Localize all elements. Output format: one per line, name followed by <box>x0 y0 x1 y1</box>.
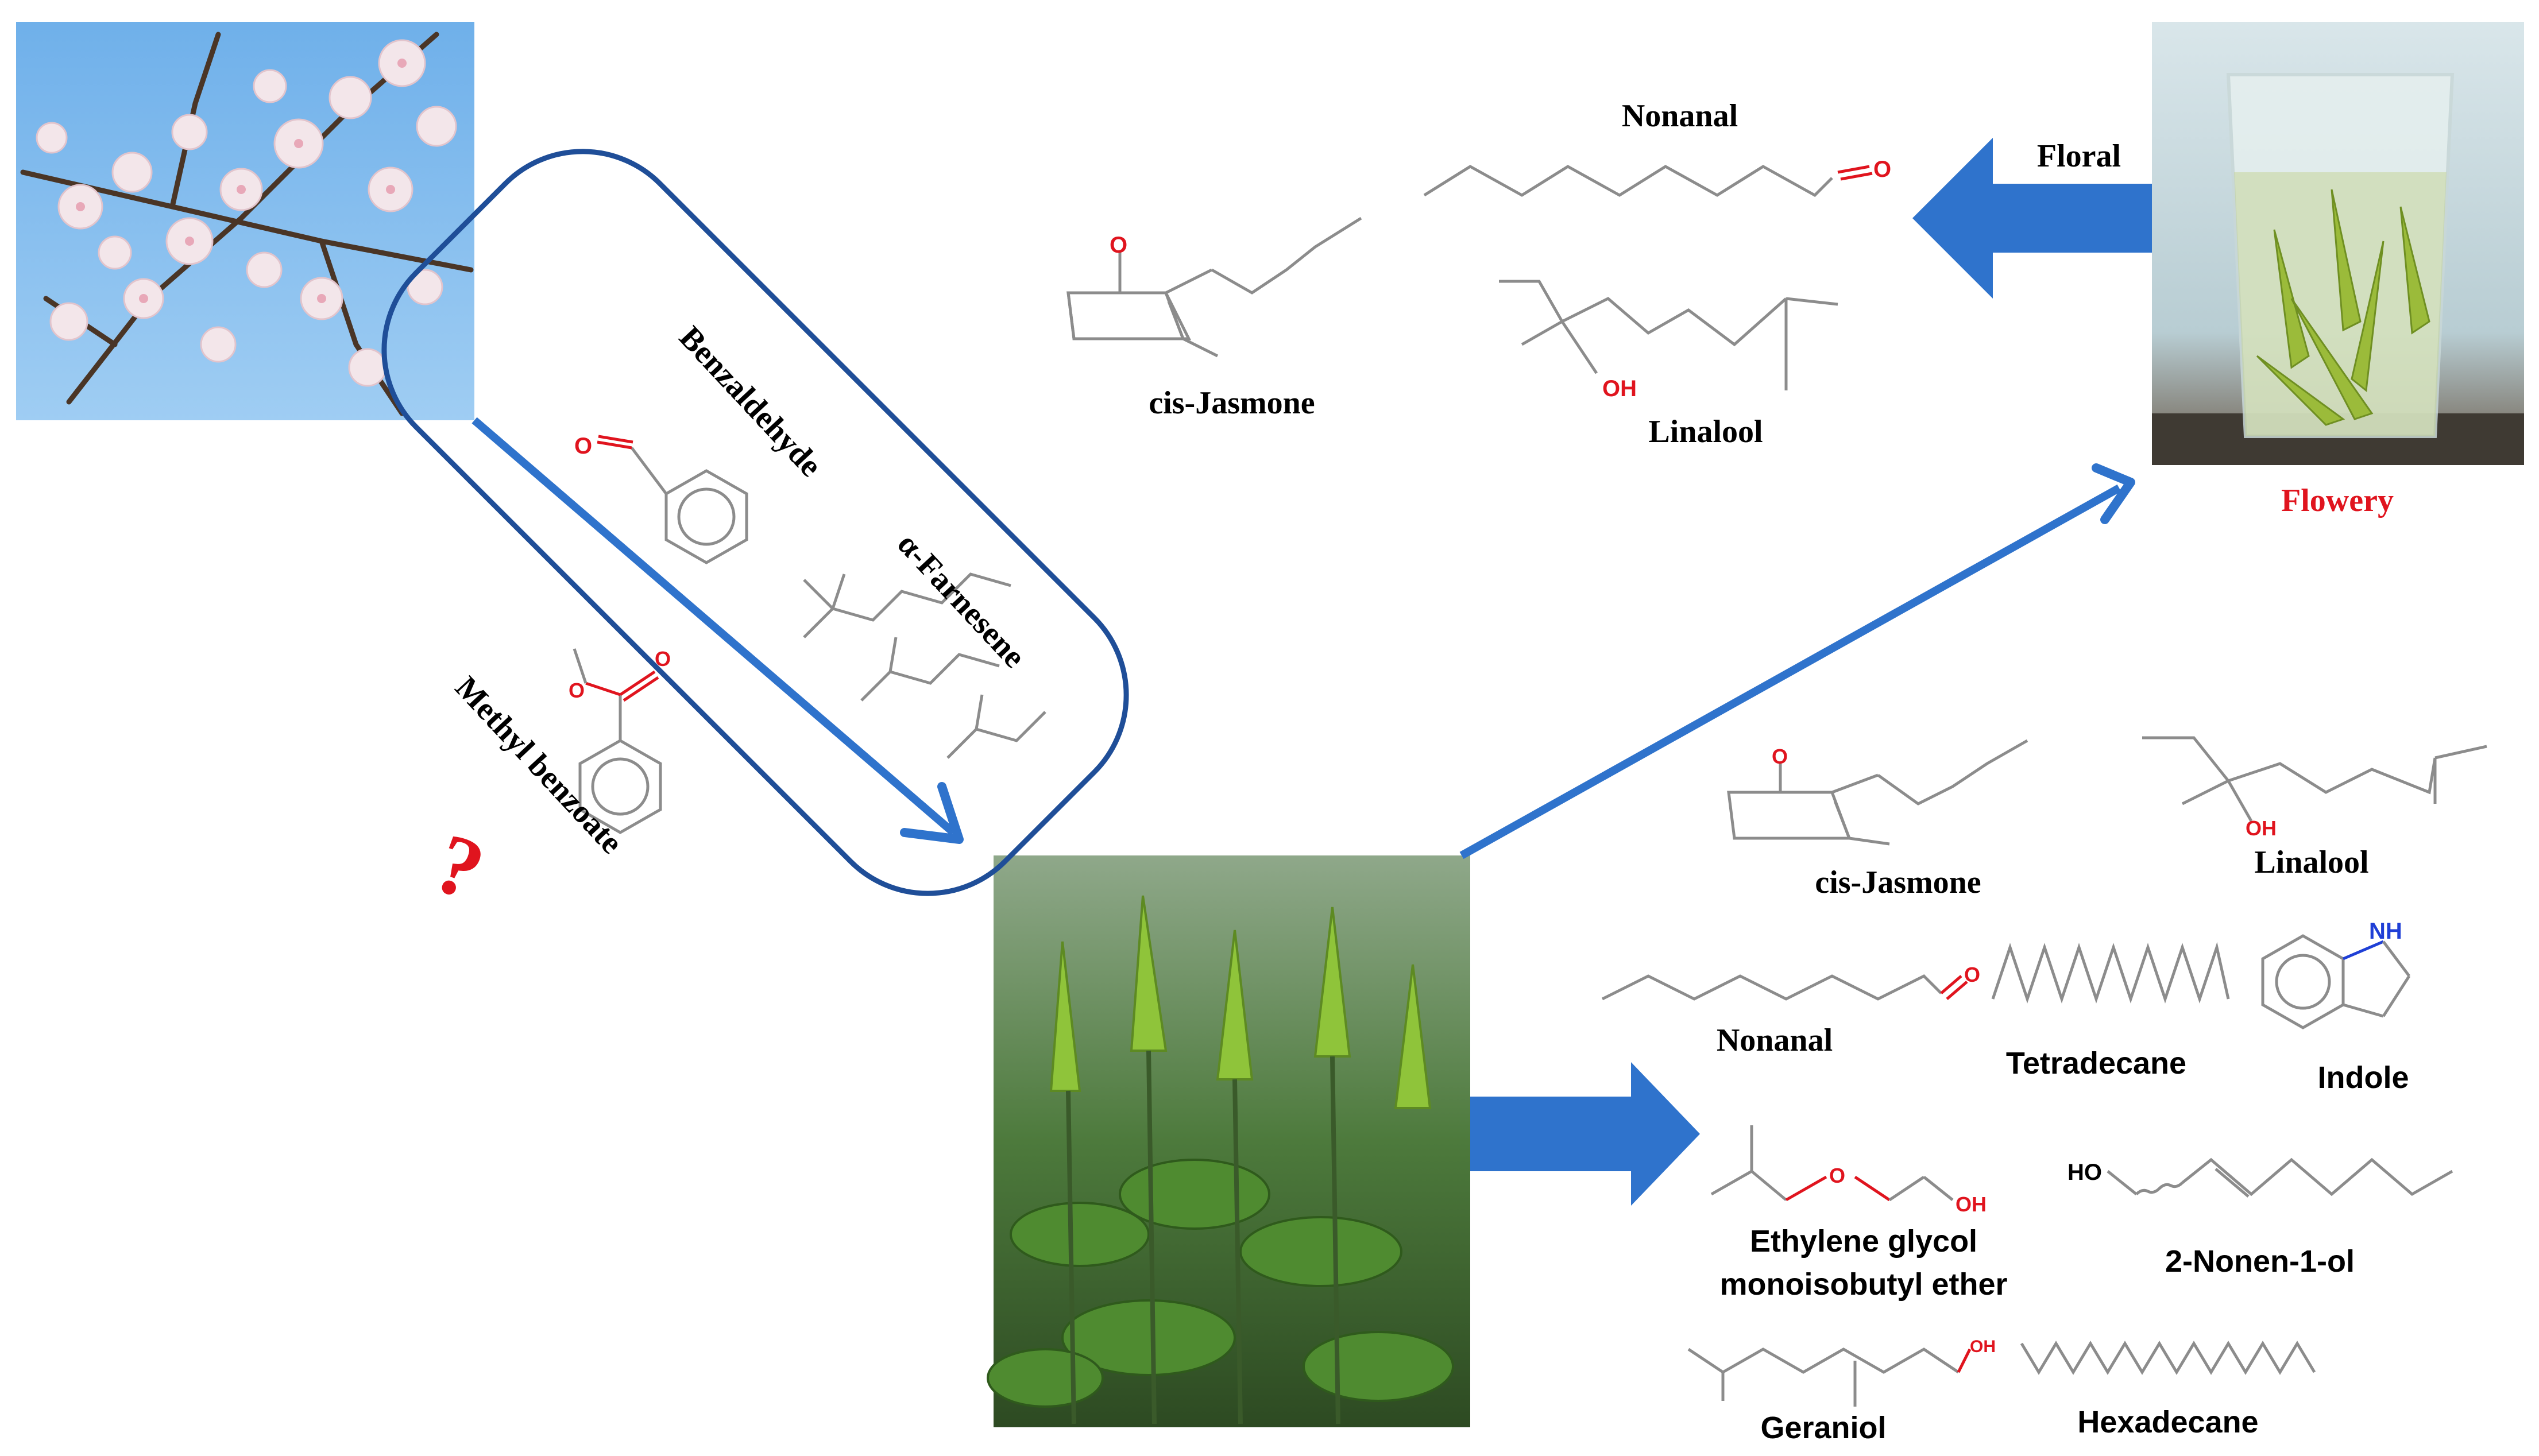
farnesene-structure <box>803 572 1046 759</box>
ethylene-glycol-ether-oxygen: O <box>1829 1164 1845 1187</box>
benzaldehyde-label: Benzaldehyde <box>672 320 828 484</box>
cis-jasmone-top-structure <box>1066 216 1362 358</box>
methyl-benzoate-structure <box>573 648 662 834</box>
cherry-blossom-photo <box>16 22 474 420</box>
linalool-top-hydroxyl: OH <box>1602 376 1637 401</box>
tetradecane-structure <box>1991 942 2230 1004</box>
candidate-volatiles-box <box>381 149 1129 896</box>
benzaldehyde-structure <box>597 435 748 564</box>
linalool-bottom-structure <box>2142 736 2487 822</box>
indole-structure <box>2261 934 2411 1029</box>
cis-jasmone-bottom-label: cis-Jasmone <box>1815 865 1981 900</box>
indole-label: Indole <box>2318 1060 2409 1095</box>
methyl-benzoate-oxygen-1: O <box>655 647 671 671</box>
nonanal-top-structure <box>1423 165 1873 198</box>
flowery-caption: Flowery <box>2281 483 2394 518</box>
farnesene-label: α-Farnesene <box>890 526 1032 675</box>
nonenol-structure <box>2107 1157 2453 1198</box>
indole-imine: NH <box>2369 919 2402 944</box>
floral-arrow <box>1912 138 2152 299</box>
linalool-bottom-hydroxyl: OH <box>2246 816 2277 840</box>
methyl-benzoate-oxygen-2: O <box>569 679 585 702</box>
hexadecane-label: Hexadecane <box>2077 1405 2258 1439</box>
tea-plant-photo <box>987 855 1470 1427</box>
linalool-bottom-label: Linalool <box>2254 845 2368 880</box>
geraniol-label: Geraniol <box>1760 1411 1886 1445</box>
nonanal-bottom-label: Nonanal <box>1717 1023 1833 1058</box>
plant-to-cup-arrow <box>1459 463 2135 859</box>
geraniol-structure <box>1687 1347 1972 1407</box>
geraniol-hydroxyl: OH <box>1970 1337 1996 1356</box>
nonanal-top-label: Nonanal <box>1622 98 1738 134</box>
tetradecane-label: Tetradecane <box>2006 1046 2186 1081</box>
linalool-top-label: Linalool <box>1648 414 1763 450</box>
benzaldehyde-oxygen: O <box>574 433 592 459</box>
cis-jasmone-bottom-structure <box>1727 739 2028 846</box>
cis-jasmone-top-label: cis-Jasmone <box>1149 385 1315 421</box>
nonanal-bottom-structure <box>1601 974 1968 1001</box>
tea-infusion-photo <box>2152 22 2524 465</box>
linalool-top-structure <box>1499 280 1838 390</box>
floral-label: Floral <box>2037 138 2121 174</box>
nonanal-top-oxygen: O <box>1873 157 1891 182</box>
plant-to-compounds-arrow <box>1470 1062 1700 1206</box>
hexadecane-structure <box>2020 1341 2316 1375</box>
ethylene-glycol-ether-structure <box>1710 1125 1954 1202</box>
cis-jasmone-bottom-oxygen: O <box>1772 745 1788 768</box>
nonanal-bottom-oxygen: O <box>1964 963 1980 986</box>
nonenol-label: 2-Nonen-1-ol <box>2165 1244 2355 1279</box>
ethylene-glycol-ether-label-line2: monoisobutyl ether <box>1719 1267 2007 1302</box>
blossom-to-plant-arrow <box>472 417 964 844</box>
cis-jasmone-top-oxygen: O <box>1110 233 1127 258</box>
question-mark: ? <box>423 815 496 919</box>
ethylene-glycol-ether-hydroxyl: OH <box>1956 1192 1987 1216</box>
nonenol-hydroxyl: HO <box>2067 1160 2102 1185</box>
ethylene-glycol-ether-label-line1: Ethylene glycol <box>1750 1224 1977 1258</box>
